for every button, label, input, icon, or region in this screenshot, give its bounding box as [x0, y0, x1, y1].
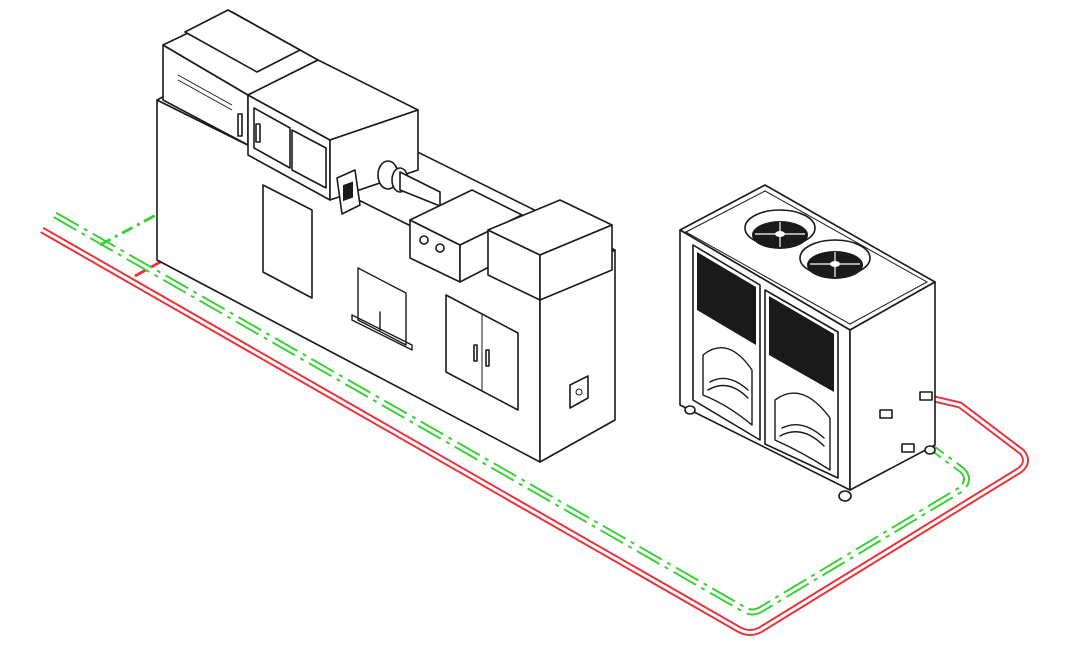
valve-icon: [879, 391, 933, 453]
fan-icon: [744, 209, 816, 249]
door-handle-icon: [473, 344, 478, 362]
fan-icon: [799, 239, 871, 279]
socket-icon: [569, 375, 589, 409]
injection-machine: [156, 9, 616, 463]
air-cooled-chiller: [679, 184, 936, 502]
